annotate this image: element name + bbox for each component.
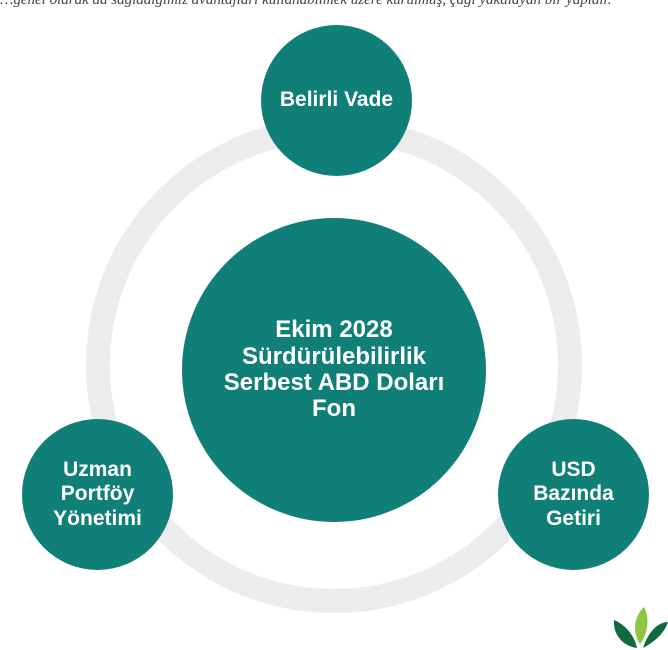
logo-leaf-right [643,622,668,648]
node-label: USD Bazında Getiri [533,458,614,530]
logo-leaf-center [635,607,648,644]
node-belirli-vade: Belirli Vade [261,25,412,176]
leaf-logo-icon [613,607,668,648]
node-label: Uzman Portföy Yönetimi [53,458,142,530]
center-node-label: Ekim 2028 Sürdürülebilirlik Serbest ABD … [223,316,445,423]
node-usd-bazinda-getiri: USD Bazında Getiri [498,419,649,570]
top-caption: …genel olarak da sağladığımız avantajlar… [0,0,612,8]
node-label: Belirli Vade [279,88,394,112]
node-uzman-portfoy-yonetimi: Uzman Portföy Yönetimi [22,419,173,570]
logo-leaf-left [613,620,637,648]
center-node: Ekim 2028 Sürdürülebilirlik Serbest ABD … [182,218,486,522]
